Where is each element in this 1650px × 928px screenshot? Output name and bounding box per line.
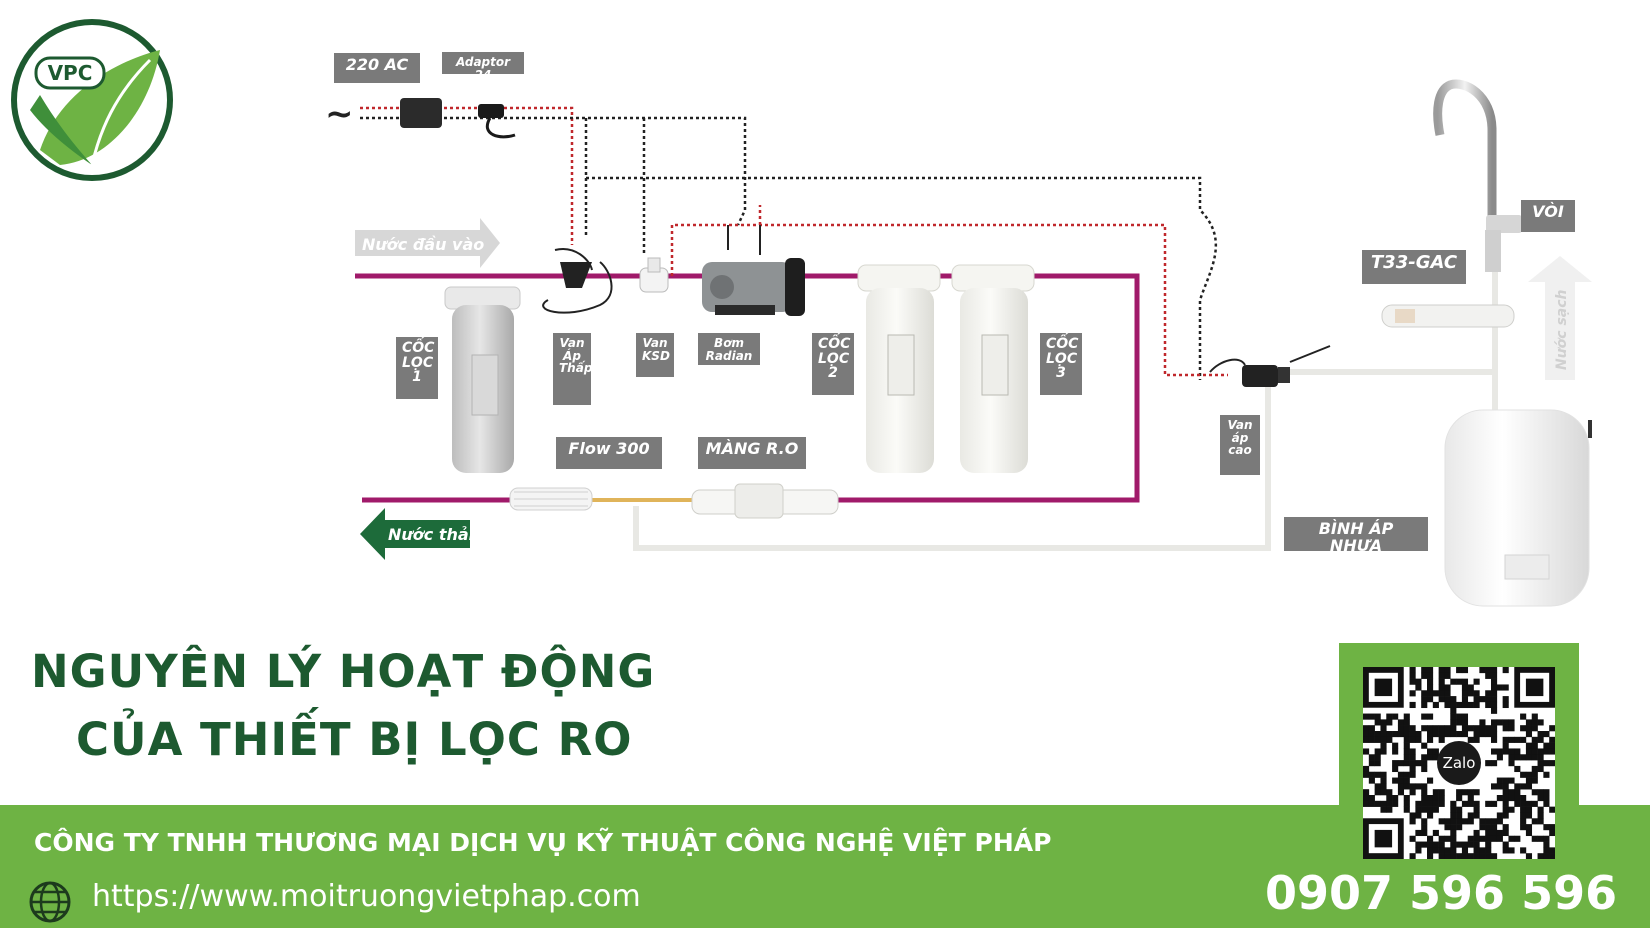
label-220ac: 220 AC <box>334 53 420 83</box>
title-line-1: NGUYÊN LÝ HOẠT ĐỘNG <box>31 645 656 698</box>
high-pressure-valve <box>1209 345 1331 387</box>
product-line <box>633 240 1498 551</box>
label-low-valve: Van Áp Thấp <box>553 333 592 405</box>
clean-water-arrow: Nước sạch <box>1528 256 1592 380</box>
t33-gac-filter <box>1381 304 1515 328</box>
label-filter1: CỐC LỌC 1 <box>396 337 438 399</box>
vpc-logo: VPC <box>11 19 173 181</box>
clean-water-label: Nước sạch <box>1554 289 1570 370</box>
label-high-valve: Van áp cao <box>1220 415 1260 475</box>
company-name: CÔNG TY TNHH THƯƠNG MẠI DỊCH VỤ KỸ THUẬT… <box>34 828 1052 857</box>
label-tank: BÌNH ÁP NHỰA <box>1284 517 1428 554</box>
label-filter2: CỐC LỌC 2 <box>812 333 854 395</box>
label-flow: Flow 300 <box>556 437 662 469</box>
label-pump: Bơm Radian <box>698 333 760 365</box>
ac-symbol: ~ <box>325 94 354 134</box>
title-line-2: CỦA THIẾT BỊ LỌC RO <box>76 713 633 766</box>
label-adaptor: Adaptor 24 <box>442 52 524 81</box>
wiring <box>360 106 1228 380</box>
label-ksd-valve: Van KSD <box>636 333 674 377</box>
ksd-valve <box>639 257 669 293</box>
logo-text: VPC <box>48 61 93 85</box>
qr-panel[interactable]: Zalo <box>1363 667 1556 860</box>
label-membrane: MÀNG R.O <box>698 437 806 469</box>
label-t33: T33-GAC <box>1362 250 1466 284</box>
ro-membrane <box>691 483 839 519</box>
qr-frame: Zalo <box>1339 643 1579 873</box>
qr-code-image <box>1363 667 1556 860</box>
filter-cup-1 <box>444 286 521 473</box>
waste-arrow: Nước thải <box>360 508 475 560</box>
waste-label: Nước thải <box>388 525 475 544</box>
filter-cup-2 <box>857 264 941 473</box>
label-filter3: CỐC LỌC 3 <box>1040 333 1082 395</box>
low-pressure-valve <box>542 248 613 314</box>
faucet <box>1433 79 1522 272</box>
inlet-arrow: Nước đầu vào <box>355 218 500 268</box>
inlet-label: Nước đầu vào <box>362 235 484 254</box>
pressure-tank <box>1444 409 1592 607</box>
booster-pump <box>702 258 805 316</box>
website-link[interactable]: https://www.moitruongvietphap.com <box>92 879 641 914</box>
flow-restrictor <box>509 487 593 511</box>
phone-number[interactable]: 0907 596 596 <box>1265 866 1618 920</box>
adaptor-device: ~ <box>325 94 516 139</box>
globe-icon <box>29 881 71 923</box>
label-faucet: VÒI <box>1521 200 1575 232</box>
zalo-badge: Zalo <box>1437 741 1481 785</box>
filter-cup-3 <box>951 264 1035 473</box>
